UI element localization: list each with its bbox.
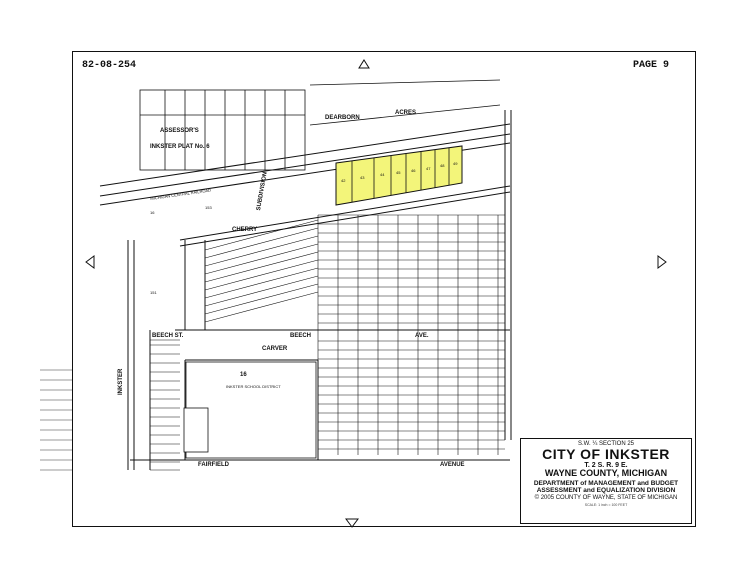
left-lot-grid — [150, 219, 319, 471]
fairfield-label: FAIRFIELD — [198, 462, 229, 468]
west-marker — [85, 255, 95, 269]
inkster-road-label: INKSTER — [118, 368, 124, 395]
lot-47: 47 — [426, 166, 431, 171]
township-label: T. 2 S. R. 9 E. — [584, 461, 628, 469]
beech-ave-label: BEECH — [290, 333, 312, 339]
lot-49: 49 — [453, 161, 458, 166]
map-number: 82-08-254 — [82, 60, 137, 71]
east-road — [504, 110, 512, 440]
school-parcel — [183, 361, 317, 459]
inkster-road — [127, 240, 135, 470]
department-label: DEPARTMENT of MANAGEMENT and BUDGET — [533, 479, 679, 487]
inkster-plat-label: INKSTER PLAT No. 6 — [150, 144, 210, 150]
page-label: PAGE 9 — [633, 60, 669, 71]
parcel-151-label: 151 — [150, 290, 157, 295]
beech-ave-suffix: AVE. — [415, 333, 429, 339]
lot-48: 48 — [440, 163, 445, 168]
carver-label: CARVER — [262, 346, 288, 352]
lot-46: 46 — [411, 168, 416, 173]
page-number: 9 — [663, 60, 670, 71]
upper-plat — [139, 79, 501, 171]
city-title: CITY OF INKSTER — [542, 446, 670, 463]
beech-st-label: BEECH ST. — [152, 333, 184, 339]
acres-label: ACRES — [395, 110, 417, 116]
title-block: S.W. ¼ SECTION 25 CITY OF INKSTER T. 2 S… — [520, 438, 692, 524]
assessors-plat-label: ASSESSOR'S — [160, 128, 199, 134]
parcel-16-label: 16 — [150, 210, 155, 215]
margin-notes — [40, 369, 72, 471]
lot-45: 45 — [396, 170, 401, 175]
section-label: S.W. ¼ SECTION 25 — [577, 441, 634, 447]
south-marker — [345, 518, 359, 528]
page-label-text: PAGE — [633, 60, 658, 71]
lot-grid — [317, 214, 505, 455]
north-marker — [358, 59, 370, 69]
east-marker — [657, 255, 667, 269]
lot-44: 44 — [380, 172, 385, 177]
school-label: INKSTER SCHOOL DISTRICT — [226, 384, 281, 389]
school-number: 16 — [240, 372, 247, 378]
lot-43: 43 — [360, 175, 365, 180]
copyright-label: © 2005 COUNTY OF WAYNE, STATE OF MICHIGA… — [534, 495, 678, 502]
dearborn-label: DEARBORN — [325, 115, 360, 121]
lot-42: 42 — [341, 178, 346, 183]
parcel-153-label: 153 — [205, 205, 212, 210]
division-label: ASSESSMENT and EQUALIZATION DIVISION — [536, 486, 676, 494]
county-label: WAYNE COUNTY, MICHIGAN — [544, 468, 668, 479]
highlighted-parcels — [335, 145, 463, 206]
map-sheet-border — [72, 51, 696, 527]
scale-label: SCALE: 1 inch = 100 FEET — [584, 502, 628, 507]
avenue-bottom-label: AVENUE — [440, 462, 465, 468]
cherry-label: CHERRY — [232, 227, 258, 233]
